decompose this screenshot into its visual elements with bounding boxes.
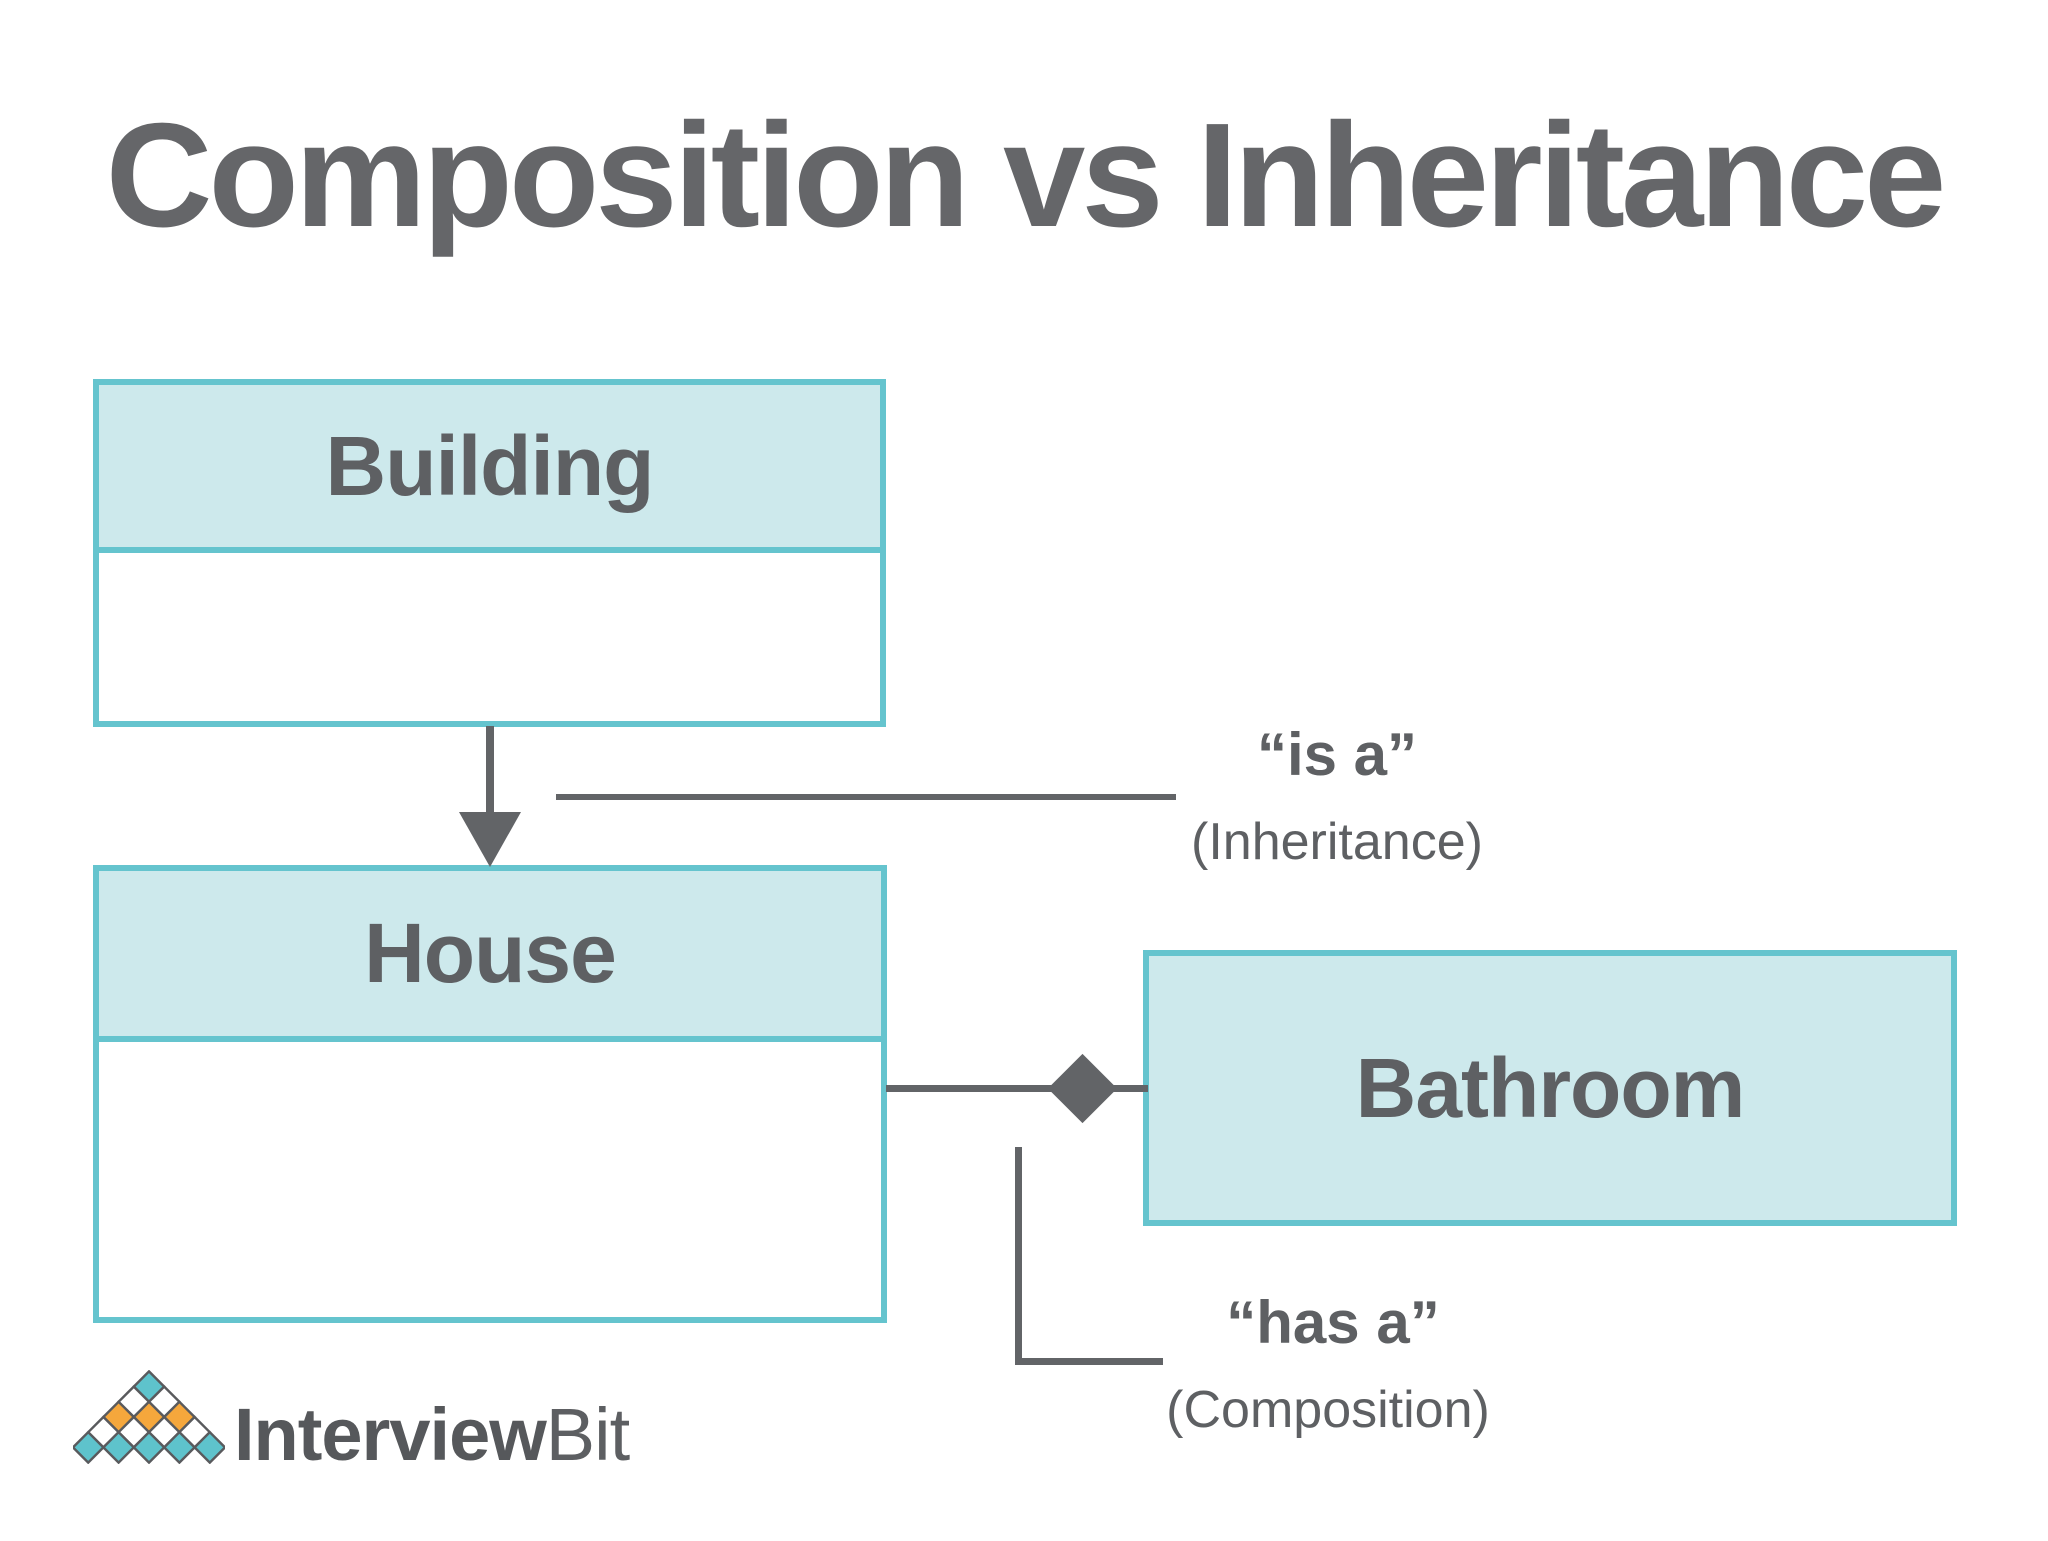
class-box-building-body: [99, 553, 880, 721]
logo-brand-bold: Interview: [234, 1392, 547, 1476]
class-box-house: House: [93, 865, 887, 1323]
logo-diamond: [73, 1430, 106, 1464]
composition-connector-line: [886, 1085, 1148, 1092]
logo-diamond: [192, 1430, 225, 1464]
inheritance-label: “is a”: [1256, 721, 1418, 788]
composition-callout-line-vertical: [1015, 1147, 1022, 1359]
class-box-building-header: Building: [99, 385, 880, 553]
logo-diamond: [162, 1430, 197, 1464]
inheritance-arrow-head-icon: [459, 812, 521, 867]
class-box-house-label: House: [364, 906, 617, 1000]
inheritance-arrow-stem: [486, 726, 494, 814]
inheritance-sublabel: (Inheritance): [1191, 813, 1483, 871]
composition-callout-line-horizontal: [1015, 1358, 1163, 1365]
logo-diamond: [132, 1430, 166, 1464]
inheritance-callout-line: [556, 794, 1176, 800]
interviewbit-logo-mark-icon: [73, 1370, 225, 1464]
composition-label: “has a”: [1226, 1289, 1440, 1356]
class-box-bathroom-label: Bathroom: [1355, 1040, 1746, 1135]
class-box-bathroom: Bathroom: [1143, 950, 1957, 1226]
logo-diamond: [101, 1430, 136, 1464]
class-box-building: Building: [93, 379, 886, 727]
class-box-house-header: House: [99, 871, 881, 1042]
page-title: Composition vs Inheritance: [105, 93, 1947, 258]
composition-sublabel: (Composition): [1166, 1381, 1490, 1439]
interviewbit-logo-text: InterviewBit: [234, 1397, 630, 1471]
class-box-building-label: Building: [325, 418, 655, 513]
composition-diamond-icon: [1047, 1053, 1118, 1124]
logo-brand-light: Bit: [545, 1392, 630, 1476]
class-box-house-body: [99, 1042, 881, 1317]
interviewbit-logo: InterviewBit: [73, 1370, 630, 1471]
